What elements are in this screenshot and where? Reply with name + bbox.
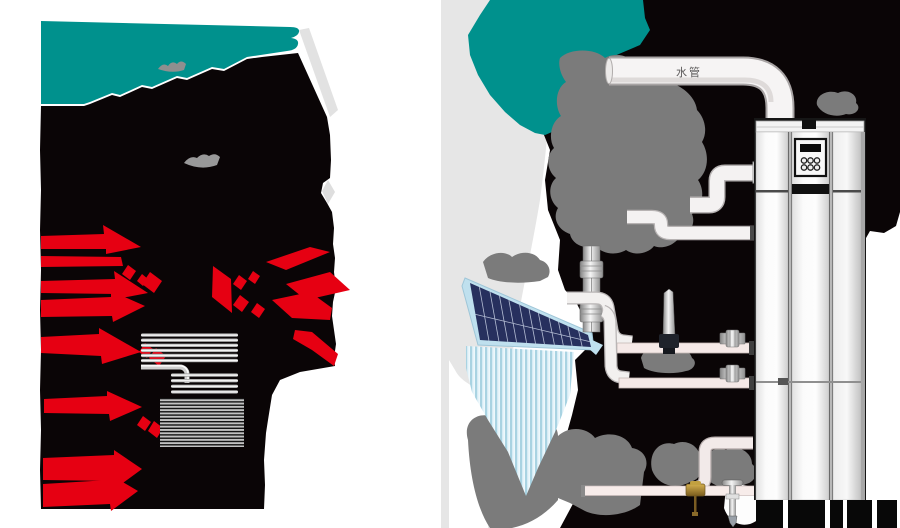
left-product-silhouette-group [40, 21, 350, 511]
cloud-main [548, 50, 707, 254]
heat-exchanger-tubes-lower [171, 373, 238, 394]
cloud-mid-valves [641, 347, 695, 374]
flow-diamond-2b [251, 303, 265, 318]
solar-panel [461, 277, 603, 496]
callout-arrow-1 [41, 225, 141, 254]
callout-arrow-4 [41, 291, 145, 322]
installation-diagram-group: 水管 [441, 0, 900, 528]
riser-coupling-lower [579, 303, 604, 323]
control-display [800, 144, 821, 152]
solar-panel-curtain [466, 346, 574, 496]
control-panel [793, 137, 828, 178]
callout-arrow-7 [43, 450, 142, 488]
heater-vent-stripe [792, 184, 829, 194]
insulation-clouds [466, 50, 859, 528]
solar-panel-gridlines [475, 287, 590, 347]
callout-arrow-2 [41, 256, 123, 267]
banner-edge-wedge [299, 28, 338, 117]
cloud-panel-top [483, 252, 550, 283]
arrow2-diamond-c [142, 272, 162, 293]
flow-band-2 [272, 292, 332, 320]
heater-panel-right [832, 131, 862, 501]
fin-stack [160, 398, 244, 447]
control-buttons [800, 157, 821, 171]
left-text-smudge [184, 154, 220, 168]
backdrop-strip [441, 0, 449, 528]
callout-arrow-8 [43, 474, 138, 511]
heater-base-shadow [756, 500, 897, 528]
pipe-union-upper [719, 329, 746, 348]
callout-arrow-6 [44, 391, 142, 421]
callout-arrow-5 [41, 328, 141, 364]
flow-band-1a [266, 247, 330, 270]
cloud-bottom-right [701, 447, 757, 488]
flow-diamond-1b [248, 271, 260, 284]
heater-top-slot [802, 120, 816, 129]
riser-pipes [579, 245, 604, 333]
title-banner [41, 21, 300, 104]
callout-arrow-3 [41, 271, 148, 299]
shutoff-valve [659, 288, 679, 354]
banner-subtext-smudge [158, 61, 186, 72]
heat-exchanger-tubes-upper [141, 333, 238, 363]
solar-panel-right-tip [588, 338, 603, 355]
pipe-union-lower [719, 364, 746, 383]
flow-band-3 [293, 330, 338, 366]
heater-panel-left [755, 131, 789, 501]
brass-valve [685, 481, 706, 516]
arrow2-diamond-a [122, 265, 136, 280]
water-pipe-label: 水管 [676, 65, 702, 79]
flow-band-1b [286, 272, 350, 300]
flow-diamond-2a [233, 295, 249, 312]
arrow6-diamond-b [148, 421, 163, 438]
faucet [721, 479, 744, 528]
arrow2-diamond-b [137, 274, 148, 286]
cloud-pipe-right [816, 91, 859, 116]
water-heater-unit [754, 118, 897, 528]
heater-outlet-pipe [627, 209, 757, 241]
riser-coupling-upper [579, 260, 604, 279]
cloud-bottom-pipe [651, 441, 703, 486]
arrow6-diamond-a [137, 416, 151, 431]
water-pipe: 水管 [605, 56, 795, 119]
edge-diamond [322, 180, 335, 204]
teal-accent-shape [468, 0, 650, 135]
flow-diamond-1a [233, 275, 247, 290]
red-callout-arrows [41, 225, 350, 511]
flow-pennant-1 [212, 266, 232, 313]
